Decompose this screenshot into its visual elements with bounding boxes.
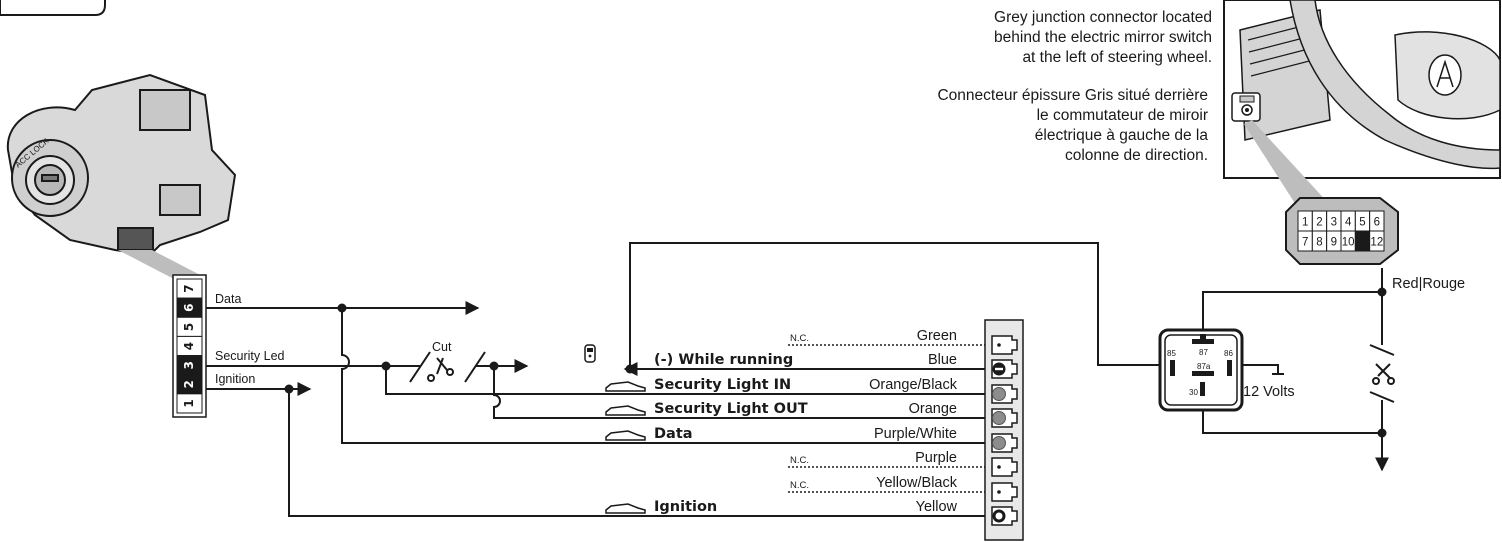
header-tab — [0, 0, 106, 16]
security-led-label: Security Led — [215, 349, 285, 363]
connector-projection — [118, 250, 206, 278]
english-note-line: behind the electric mirror switch — [994, 29, 1212, 46]
wire-function-label: Data — [654, 426, 693, 442]
empty-pin-dot — [997, 465, 1001, 469]
relay-pin-87: 87 — [1199, 348, 1208, 357]
module-connector — [984, 319, 1024, 541]
ignition-pin-number: 5 — [182, 323, 196, 331]
english-note-line: at the left of steering wheel. — [1022, 49, 1212, 66]
empty-pin-dot — [997, 343, 1001, 347]
cut-label: Cut — [432, 340, 452, 354]
wire-color-label: Yellow/Black — [876, 475, 958, 491]
junction-pin-number: 11 — [1356, 237, 1369, 249]
data-label: Data — [215, 292, 241, 306]
wire-function-label: Security Light IN — [654, 377, 791, 393]
ignition-label: Ignition — [215, 372, 255, 386]
car-icon — [605, 405, 646, 416]
relay-pin-87a: 87a — [1197, 362, 1211, 371]
french-note-line: Connecteur épissure Gris situé derrière — [937, 87, 1208, 104]
red-wire-cut-symbol — [1369, 344, 1395, 403]
minus-sign — [995, 367, 1003, 371]
junction-pin-number: 7 — [1302, 237, 1308, 249]
nc-label: N.C. — [790, 333, 809, 344]
junction-pin-number: 2 — [1316, 217, 1322, 229]
module-pin — [991, 482, 1018, 502]
wire-function-label: Ignition — [654, 499, 717, 515]
ignition-pin-number: 1 — [182, 399, 196, 407]
car-icon — [605, 381, 646, 392]
wire-color-label: Orange/Black — [869, 377, 958, 393]
english-note: Grey junction connector located behind t… — [872, 8, 1212, 68]
junction-pin-number: 5 — [1359, 217, 1365, 229]
ignition-pin-number: 4 — [182, 342, 196, 350]
module-pin — [991, 457, 1018, 477]
empty-pin-dot — [997, 490, 1001, 494]
french-note-line: électrique à gauche de la — [1034, 127, 1208, 144]
positive-pin-ring — [995, 512, 1003, 520]
junction-pin-number: 6 — [1374, 217, 1380, 229]
wire-color-label: Green — [917, 328, 957, 344]
nc-label: N.C. — [790, 455, 809, 466]
power-label: 12 Volts — [1243, 384, 1295, 400]
wire-function-label: Security Light OUT — [654, 401, 808, 417]
french-note: Connecteur épissure Gris situé derrière … — [808, 86, 1208, 166]
ignition-pin-number: 3 — [182, 361, 196, 369]
car-icon — [605, 430, 646, 441]
wire-color-label: Orange — [909, 401, 957, 417]
remote-icon — [584, 344, 596, 363]
ignition-pin-number: 7 — [182, 284, 196, 292]
english-note-line: Grey junction connector located — [994, 9, 1212, 26]
ignition-pin-box — [176, 393, 203, 414]
nc-label: N.C. — [790, 480, 809, 491]
junction-pin-number: 10 — [1342, 237, 1355, 249]
wire-color-label: Yellow — [916, 499, 958, 515]
wire-color-label: Blue — [928, 352, 957, 368]
ignition-connector: 7 6 5 4 3 2 1 — [172, 274, 207, 418]
module-pin — [991, 335, 1018, 355]
grey-pin-icon — [992, 411, 1006, 425]
junction-pin-number: 12 — [1370, 237, 1383, 249]
junction-dots — [284, 287, 1387, 438]
wire-color-label: Purple/White — [874, 426, 957, 442]
car-icon — [605, 503, 646, 514]
cut-symbol — [409, 351, 486, 383]
wires — [206, 242, 1389, 517]
junction-pin-number: 9 — [1331, 237, 1337, 249]
junction-pin-number: 3 — [1331, 217, 1337, 229]
relay-pin-30: 30 — [1189, 388, 1198, 397]
ignition-pin-number: 2 — [182, 380, 196, 388]
wire-function-label: (-) While running — [654, 352, 793, 368]
junction-projection — [1244, 120, 1330, 205]
grey-pin-icon — [992, 436, 1006, 450]
ignition-switch-illustration — [6, 73, 237, 257]
junction-pin-number: 4 — [1345, 217, 1352, 229]
ignition-pin-number: 6 — [182, 304, 196, 312]
relay-pin-85: 85 — [1167, 349, 1176, 358]
french-note-line: le commutateur de miroir — [1036, 107, 1208, 124]
junction-pin-box — [1369, 230, 1385, 252]
red-wire-label: Red|Rouge — [1392, 276, 1465, 292]
junction-pin-number: 8 — [1316, 237, 1322, 249]
relay-pin-86: 86 — [1224, 349, 1233, 358]
junction-pin-number: 1 — [1302, 217, 1308, 229]
relay: 87 87a 85 86 30 — [1158, 328, 1244, 412]
grey-pin-icon — [992, 387, 1006, 401]
wire-color-label: Purple — [915, 450, 957, 466]
french-note-line: colonne de direction. — [1064, 147, 1208, 164]
